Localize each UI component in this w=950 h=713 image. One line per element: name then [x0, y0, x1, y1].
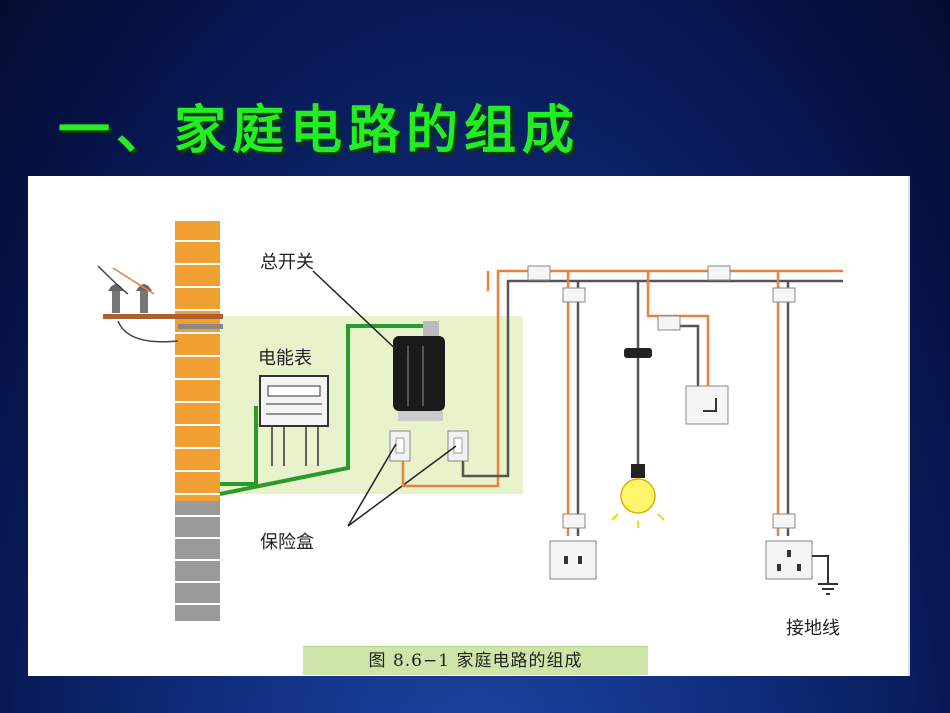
main-switch: [393, 321, 445, 421]
fuse-boxes: [389, 430, 469, 462]
service-insulators: [97, 265, 223, 343]
label-ground-wire: 接地线: [786, 618, 840, 639]
household-circuit-diagram: 总开关 电能表 保险盒 接地线 图 8.6−1 家庭电路的组成: [28, 176, 910, 676]
circuit-illustration: [97, 221, 843, 621]
figure-caption: 图 8.6−1 家庭电路的组成: [303, 646, 648, 675]
service-wires: [219, 324, 423, 496]
three-pin-socket: [765, 540, 838, 595]
slide-title: 一、家庭电路的组成: [58, 101, 581, 161]
label-fuse-box: 保险盒: [260, 532, 314, 553]
label-electric-meter: 电能表: [258, 348, 312, 369]
wall-light-switch: [685, 385, 729, 425]
brick-wall: [175, 221, 220, 621]
label-main-switch: 总开关: [260, 252, 314, 273]
two-pin-socket: [549, 540, 597, 580]
light-bulb: [611, 348, 665, 528]
electric-meter: [259, 375, 329, 466]
wire-junctions: [527, 265, 796, 529]
